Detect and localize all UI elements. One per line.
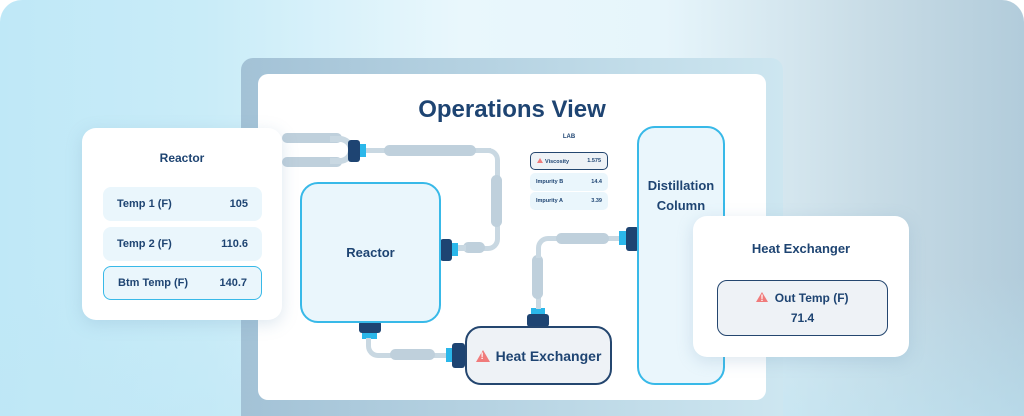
heat-exchanger-node-label: Heat Exchanger <box>495 347 602 364</box>
reactor-card-title: Reactor <box>159 151 205 165</box>
connector <box>348 140 360 162</box>
reactor-node[interactable]: Reactor <box>300 182 441 323</box>
pipe <box>282 157 342 167</box>
connector <box>362 333 377 339</box>
metric-label: Temp 1 (F) <box>117 198 172 210</box>
heat-exchanger-card-title: Heat Exchanger <box>751 241 851 256</box>
pipe-bend <box>536 236 558 258</box>
warning-icon <box>475 349 490 362</box>
connector <box>452 243 458 256</box>
metric-label: Btm Temp (F) <box>118 277 189 289</box>
connector <box>619 231 626 245</box>
pipe <box>390 349 435 360</box>
connector <box>626 227 639 251</box>
distillation-label-line1: Distillation <box>647 178 715 193</box>
pipe-bend <box>470 233 500 251</box>
page-title: Operations View <box>418 96 606 123</box>
pipe-bend <box>482 148 500 166</box>
connector <box>359 321 381 333</box>
lab-row-name: Impurity A <box>536 198 563 204</box>
heat-exchanger-node[interactable]: Heat Exchanger <box>465 326 612 385</box>
lab-row-name: Viscosity <box>545 158 570 165</box>
heat-exchanger-card: Heat Exchanger Out Temp (F) 71.4 <box>693 216 909 357</box>
pipe-bend <box>366 338 388 358</box>
metric-btm-temp[interactable]: Btm Temp (F) 140.7 <box>103 266 262 300</box>
metric-label: Temp 2 (F) <box>117 238 172 250</box>
reactor-node-label: Reactor <box>346 244 395 260</box>
out-temp-value: 71.4 <box>790 311 815 325</box>
reactor-card: Reactor Temp 1 (F) 105 Temp 2 (F) 110.6 … <box>82 128 282 320</box>
out-temp-metric[interactable]: Out Temp (F) 71.4 <box>717 280 888 336</box>
metric-temp-1[interactable]: Temp 1 (F) 105 <box>103 187 262 221</box>
metric-value: 140.7 <box>219 277 247 289</box>
connector <box>446 348 452 362</box>
pipe <box>384 145 476 156</box>
pipe <box>556 233 609 244</box>
connector <box>527 314 549 327</box>
lab-row-value: 14.4 <box>591 179 602 185</box>
distillation-label-line2: Column <box>656 198 706 213</box>
connector <box>452 343 465 368</box>
warning-icon <box>756 292 769 303</box>
connector <box>531 308 545 314</box>
connector <box>440 239 452 261</box>
lab-row-impurity-b[interactable]: Impurity B 14.4 <box>530 173 608 191</box>
lab-row-value: 3.39 <box>591 198 602 204</box>
lab-row-name: Impurity B <box>536 179 564 185</box>
pipe <box>282 133 342 143</box>
pipe <box>458 245 466 251</box>
pipe <box>463 242 485 253</box>
pipe <box>532 255 543 299</box>
out-temp-label: Out Temp (F) <box>774 291 849 305</box>
connector <box>360 144 366 157</box>
warning-icon <box>537 157 543 163</box>
lab-row-impurity-a[interactable]: Impurity A 3.39 <box>530 192 608 210</box>
metric-value: 110.6 <box>221 238 248 250</box>
pipe <box>491 175 502 227</box>
metric-value: 105 <box>229 198 248 210</box>
lab-label: LAB <box>562 134 576 140</box>
lab-row-value: 1.575 <box>587 158 601 164</box>
lab-row-viscosity[interactable]: Viscosity 1.575 <box>530 152 608 170</box>
metric-temp-2[interactable]: Temp 2 (F) 110.6 <box>103 227 262 261</box>
